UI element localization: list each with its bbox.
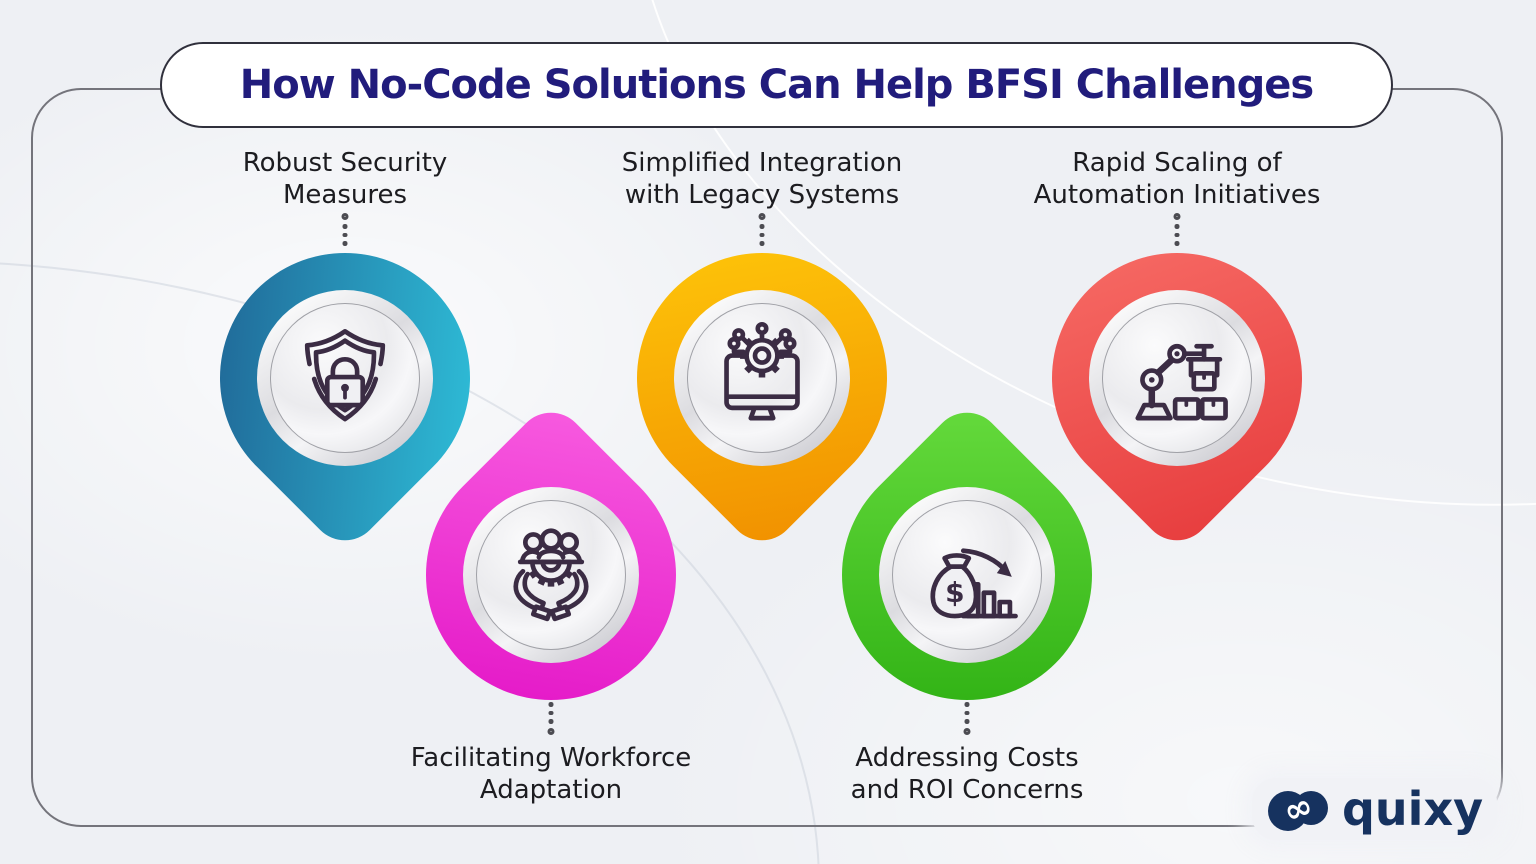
legacy-system-gear-icon — [724, 322, 800, 421]
label-rapid-scaling: Rapid Scaling of Automation Initiatives — [1034, 147, 1321, 211]
label-line: Automation Initiatives — [1033, 180, 1321, 210]
infinity-icon: ∞ — [1268, 785, 1328, 833]
label-costs-roi: Addressing Costs and ROI Concerns — [851, 742, 1084, 806]
label-line: with Legacy Systems — [624, 180, 900, 210]
connector-ring — [758, 213, 766, 220]
pin-disc — [257, 290, 433, 466]
label-line: Addressing Costs — [855, 743, 1079, 773]
label-line: Robust Security — [242, 148, 448, 178]
label-line: Facilitating Workforce — [410, 743, 692, 773]
connector-ring — [1173, 213, 1181, 220]
label-line: Measures — [282, 180, 408, 210]
connector-ring — [963, 727, 971, 735]
label-robust-security: Robust Security Measures — [243, 147, 448, 211]
connector-ring — [341, 213, 349, 220]
label-simplified-integration: Simplified Integration with Legacy Syste… — [622, 147, 902, 211]
label-line: Rapid Scaling of — [1072, 148, 1282, 178]
robot-arm-icon — [1135, 343, 1228, 421]
infographic-title: How No-Code Solutions Can Help BFSI Chal… — [239, 62, 1314, 108]
hands-gear-people-icon — [513, 528, 589, 622]
pin-disc: $ — [879, 487, 1055, 663]
pin-workforce-adaptation — [374, 398, 728, 752]
pin-disc — [463, 487, 639, 663]
pin-disc — [674, 290, 850, 466]
connector-dotted — [758, 213, 766, 246]
label-line: Simplified Integration — [621, 148, 903, 178]
connector-dotted — [963, 702, 971, 735]
title-pill: How No-Code Solutions Can Help BFSI Chal… — [160, 42, 1393, 128]
shield-lock-icon — [304, 329, 386, 422]
money-bag-chart-icon: $ — [930, 548, 1018, 619]
quixy-logo-text: quixy — [1342, 782, 1484, 836]
svg-text:$: $ — [945, 576, 964, 609]
pin-disc — [1089, 290, 1265, 466]
connector-dotted — [1173, 213, 1181, 246]
label-line: Adaptation — [479, 775, 623, 805]
connector-dotted — [341, 213, 349, 246]
quixy-logo: ∞ quixy — [1252, 778, 1498, 840]
label-line: and ROI Concerns — [850, 775, 1084, 805]
connector-dotted — [547, 702, 555, 735]
connector-ring — [547, 727, 555, 735]
label-workforce-adaptation: Facilitating Workforce Adaptation — [411, 742, 692, 806]
pin-costs-roi: $ — [790, 398, 1144, 752]
